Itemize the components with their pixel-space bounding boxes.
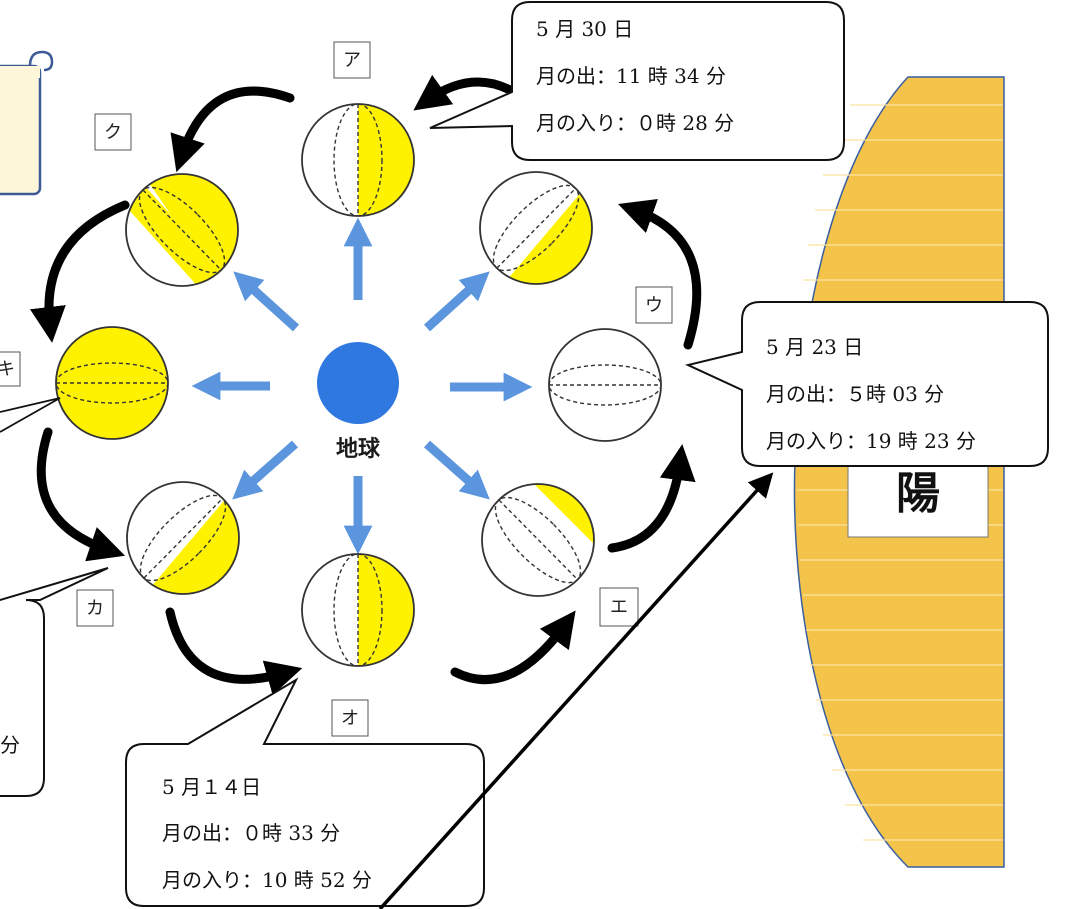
moon-e — [481, 483, 595, 597]
label-u: ウ — [645, 295, 663, 316]
may14-rise: 月の出：０時 33 分 — [162, 821, 340, 845]
may30-rise: 月の出：11 時 34 分 — [536, 64, 726, 88]
moon-ki — [55, 326, 169, 440]
label-e: エ — [610, 597, 628, 618]
label-ku: ク — [104, 122, 122, 143]
may23-date: 5 月 23 日 — [766, 335, 863, 359]
may30-date: 5 月 30 日 — [536, 17, 633, 41]
callout-may23: 5 月 23 日 月の出：５時 03 分 月の入り：19 時 23 分 — [684, 301, 1049, 467]
callout-may14: 5 月１４日 月の出：０時 33 分 月の入り：10 時 52 分 — [125, 677, 485, 907]
label-ki: キ — [0, 359, 15, 380]
moon-upper-right — [479, 171, 593, 285]
moon-u — [548, 328, 662, 442]
orbit-arrows — [30, 74, 702, 696]
label-o: オ — [341, 708, 359, 729]
earth — [317, 342, 399, 424]
callout-left: 分 — [0, 567, 109, 797]
blue-arrows — [191, 217, 533, 555]
moon-o — [301, 553, 415, 667]
may14-set: 月の入り：10 時 52 分 — [162, 868, 372, 892]
arrow-up-left — [233, 271, 300, 332]
arrow-down-right — [424, 440, 490, 500]
diagonal-arrow — [378, 472, 774, 909]
left-callout-tail: 分 — [0, 733, 20, 757]
may30-set: 月の入り：０時 28 分 — [536, 111, 734, 135]
moon-ku — [125, 173, 239, 287]
earth-label: 地球 — [336, 437, 381, 462]
may14-date: 5 月１４日 — [162, 775, 261, 799]
moon-a — [301, 103, 415, 217]
may23-set: 月の入り：19 時 23 分 — [766, 429, 976, 453]
callout-left-pointers — [0, 397, 61, 433]
arrow-up-right — [423, 271, 490, 332]
callout-may30: 5 月 30 日 月の出：11 時 34 分 月の入り：０時 28 分 — [429, 1, 845, 161]
may23-rise: 月の出：５時 03 分 — [766, 382, 944, 406]
moon-ka — [126, 481, 240, 595]
label-ka: カ — [86, 598, 104, 619]
label-a: ア — [343, 50, 361, 71]
arrow-down-left — [232, 440, 298, 500]
sun: 陽 — [793, 76, 1005, 868]
note-card — [0, 50, 54, 196]
moon-labels: ア ク ウ キ カ エ オ — [0, 41, 673, 737]
sun-label: 陽 — [896, 468, 940, 519]
